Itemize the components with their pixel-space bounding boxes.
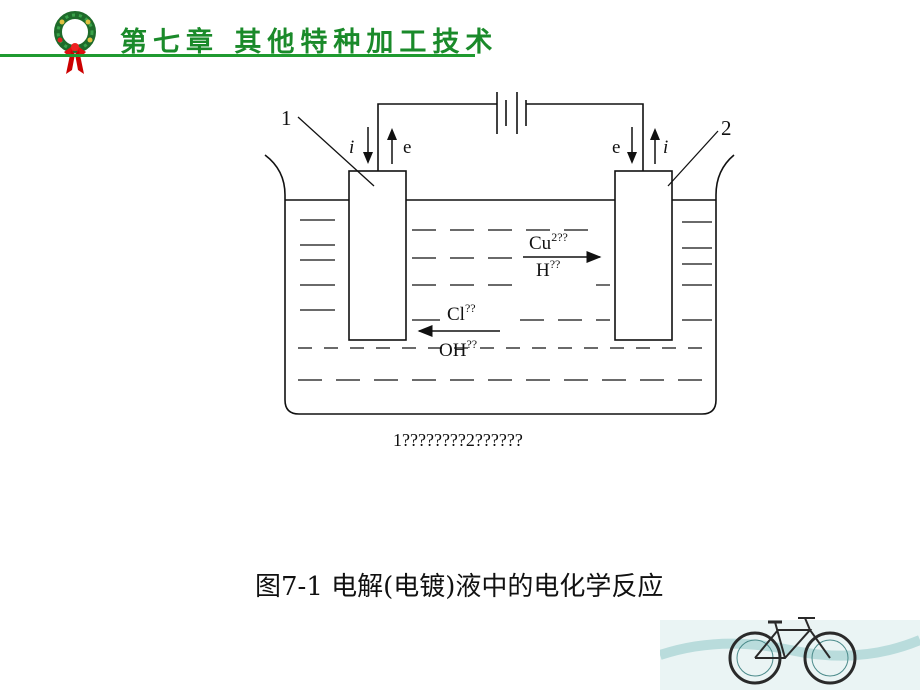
right-electrode bbox=[614, 170, 673, 341]
figure-caption: 图7-1 电解(电镀)液中的电化学反应 bbox=[255, 572, 664, 602]
electrolyte-dashes bbox=[298, 219, 712, 381]
callout-2-leader bbox=[667, 130, 719, 187]
header-divider bbox=[0, 54, 475, 57]
diagram-legend: 1????????2?????? bbox=[393, 430, 523, 450]
electrolysis-diagram: i e e i 1 2 Cu2?? H?? Cl?? OH?? bbox=[264, 92, 735, 415]
cation-label-h: H?? bbox=[536, 257, 560, 281]
callout-1: 1 bbox=[281, 106, 292, 130]
anion-label-cl: Cl?? bbox=[447, 301, 476, 325]
anion-label-oh: OH?? bbox=[439, 337, 477, 361]
left-electron-label: e bbox=[403, 137, 411, 158]
right-arrows bbox=[627, 127, 660, 164]
left-electrode bbox=[348, 170, 407, 341]
chapter-title: 第七章 其他特种加工技术 bbox=[120, 27, 499, 58]
electrolyte-tank bbox=[264, 154, 735, 415]
callout-2: 2 bbox=[721, 116, 732, 140]
bicycle-icon bbox=[660, 617, 920, 690]
slide-header: 第七章 其他特种加工技术 bbox=[0, 0, 920, 80]
right-electron-label: e bbox=[612, 137, 620, 158]
left-current-label: i bbox=[349, 137, 354, 158]
callout-1-leader bbox=[297, 116, 375, 187]
external-circuit bbox=[377, 92, 644, 171]
left-arrows bbox=[363, 127, 397, 164]
right-current-label: i bbox=[663, 137, 668, 158]
cation-label-cu: Cu2?? bbox=[529, 230, 568, 254]
